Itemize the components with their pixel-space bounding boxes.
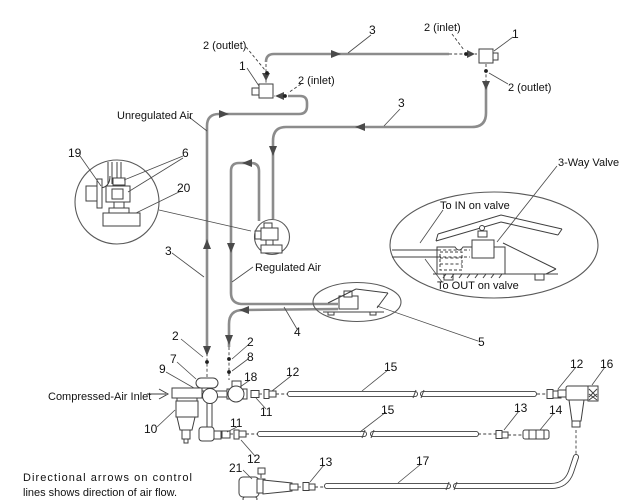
label-12-gun: 12 <box>570 357 584 371</box>
label-12-bottom: 12 <box>247 452 261 466</box>
label-6: 6 <box>182 146 189 160</box>
label-18: 18 <box>244 370 258 384</box>
arrow-up-icon <box>203 239 211 249</box>
label-12-top: 12 <box>286 365 300 379</box>
connection-dot <box>265 71 269 75</box>
connection-dot <box>484 69 488 73</box>
label-13-bottom: 13 <box>319 455 333 469</box>
label-2-left-drop: 2 <box>172 329 179 343</box>
fitting-13 <box>302 482 316 491</box>
ground-hatch <box>442 273 503 279</box>
shutoff-valve-right <box>478 48 499 64</box>
inline-coupler-14 <box>522 429 550 440</box>
label-16: 16 <box>600 357 614 371</box>
label-17: 17 <box>416 454 430 468</box>
arrow-left-icon <box>355 123 365 131</box>
hose-3-top <box>264 52 449 63</box>
connection-dot <box>227 357 231 361</box>
label-15-mid: 15 <box>381 403 395 417</box>
arrow-left-icon <box>242 159 252 167</box>
label-10: 10 <box>144 422 158 436</box>
label-3-right: 3 <box>398 96 405 110</box>
label-13-mid: 13 <box>514 401 528 415</box>
fitting-12 <box>233 429 247 440</box>
note-line-2: lines shows direction of air flow. <box>23 487 177 499</box>
leader-lines <box>79 33 606 484</box>
pilot-valve-detail-circle <box>74 159 252 245</box>
connection-dot <box>283 94 287 98</box>
label-to-out-on-valve: To OUT on valve <box>437 280 519 292</box>
label-8: 8 <box>247 350 254 364</box>
arrow-down-icon <box>482 81 490 90</box>
label-2-inlet-right: 2 (inlet) <box>424 22 461 34</box>
arrow-down-icon <box>227 243 235 253</box>
label-2-outlet-right: 2 (outlet) <box>508 82 551 94</box>
hose-row-middle <box>221 429 550 440</box>
label-to-in-on-valve: To IN on valve <box>440 200 510 212</box>
label-14: 14 <box>549 403 563 417</box>
label-11-top: 11 <box>260 405 273 419</box>
label-7: 7 <box>170 352 177 366</box>
directional-note: Directional arrows on control lines show… <box>23 472 192 499</box>
label-1-right: 1 <box>512 27 519 41</box>
coupler-18 <box>226 380 248 403</box>
label-2-inlet-left: 2 (inlet) <box>298 75 335 87</box>
label-compressed-air-inlet: Compressed-Air Inlet <box>48 391 151 403</box>
label-2-outlet-left: 2 (outlet) <box>203 40 246 52</box>
note-line-1: Directional arrows on control <box>23 472 192 484</box>
flow-arrows <box>203 50 490 356</box>
fitting-11 <box>221 430 231 439</box>
arrow-down-icon <box>225 335 233 345</box>
air-tool-21 <box>238 467 299 500</box>
label-20: 20 <box>177 181 191 195</box>
label-regulated-air: Regulated Air <box>255 262 321 274</box>
three-way-valve-detail <box>389 191 599 299</box>
arrow-left-icon <box>239 306 249 314</box>
shutoff-valve-left <box>251 83 274 99</box>
fitting-12 <box>263 389 277 399</box>
hose-4-regulated-loop <box>229 161 338 306</box>
label-11-bottom: 11 <box>230 416 243 430</box>
hose-3-return <box>271 82 488 219</box>
fitting-11 <box>250 390 260 398</box>
hose-row-top <box>250 385 599 455</box>
pilot-valve-callout-circle <box>253 218 291 256</box>
arrow-right-icon <box>219 110 229 118</box>
labels: 2 (outlet) 1 2 (inlet) 3 2 (inlet) 1 2 (… <box>48 22 619 475</box>
compressed-air-inlet-arrow <box>147 388 170 400</box>
hose-return-foot-valve <box>227 307 339 347</box>
label-unregulated-air: Unregulated Air <box>117 110 193 122</box>
label-3-way-valve: 3-Way Valve <box>558 157 619 169</box>
label-5: 5 <box>478 335 485 349</box>
label-3-left: 3 <box>165 244 172 258</box>
arrow-down-icon <box>269 146 277 156</box>
connection-dot <box>205 360 209 364</box>
air-filter <box>171 387 203 444</box>
hose-3-unregulated-riser <box>205 94 309 348</box>
hose-row-bottom <box>238 454 579 500</box>
label-2-right-drop: 2 <box>247 335 254 349</box>
label-15-top: 15 <box>384 360 398 374</box>
label-9: 9 <box>159 362 166 376</box>
label-1-left: 1 <box>239 59 246 73</box>
air-gun-16 <box>557 385 599 455</box>
elbow-fitting <box>198 426 222 442</box>
connection-dot <box>464 52 468 56</box>
label-3-top: 3 <box>369 23 376 37</box>
foot-valve-small <box>312 281 402 323</box>
label-19: 19 <box>68 146 82 160</box>
label-4: 4 <box>294 325 301 339</box>
filter-regulator-assembly <box>171 377 248 444</box>
connection-dot <box>227 370 231 374</box>
regulator-cap <box>195 377 219 389</box>
dashed-connectors <box>205 52 488 380</box>
fitting-13 <box>495 430 509 439</box>
regulator-ball <box>202 388 218 404</box>
label-21: 21 <box>229 461 243 475</box>
arrow-right-icon <box>331 50 341 58</box>
hose-17 <box>453 454 579 489</box>
